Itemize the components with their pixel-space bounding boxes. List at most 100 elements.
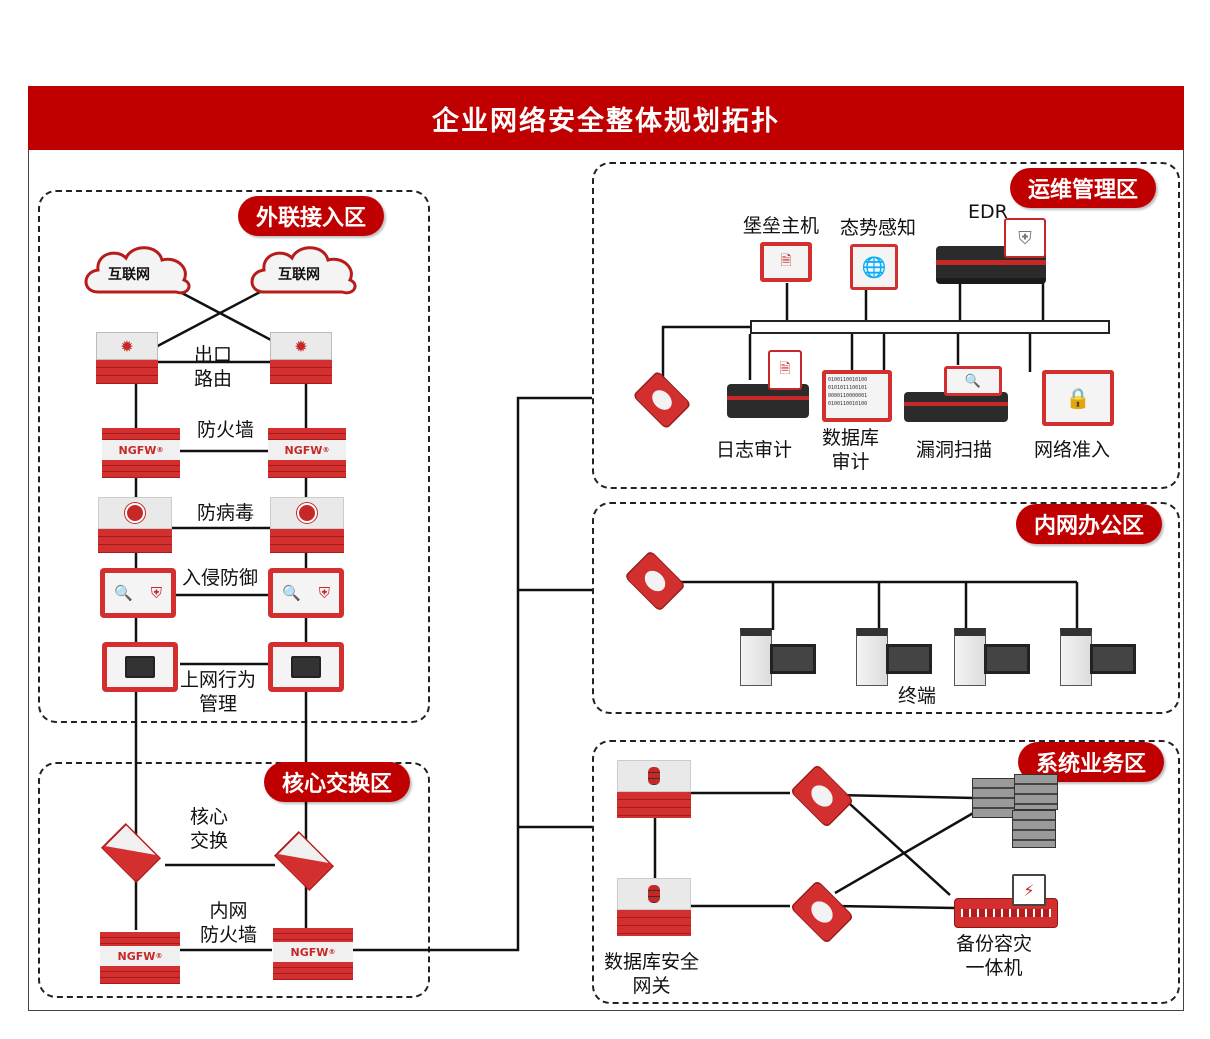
- core-switch-2[interactable]: [271, 830, 337, 892]
- firewall-1[interactable]: NGFW®: [102, 428, 180, 478]
- zone-ops-management: [592, 162, 1180, 489]
- terminal-pc-1[interactable]: [740, 628, 818, 688]
- business-switch-2[interactable]: [786, 879, 858, 945]
- edr-shield-badge: ⛨: [1004, 218, 1046, 258]
- ops-switch[interactable]: [630, 370, 694, 430]
- vuln-scan-badge: 🔍: [944, 366, 1002, 396]
- lightning-icon: ⚡: [1023, 880, 1035, 900]
- label-line: 审计: [831, 451, 870, 473]
- shield-icon: ⛨: [318, 584, 330, 602]
- label-db-security-gateway: 数据库安全 网关: [604, 950, 699, 998]
- ngfw-mark: ®: [156, 446, 164, 454]
- switch-icon: [632, 370, 692, 430]
- behavior-mgmt-1[interactable]: [102, 642, 178, 692]
- label-antivirus: 防病毒: [197, 502, 255, 524]
- zone-business-systems: [592, 740, 1180, 1004]
- server-rack-3[interactable]: [1012, 810, 1056, 848]
- label-inner-firewall: 内网 防火墙: [200, 899, 257, 947]
- label-line: 交换: [190, 830, 229, 852]
- inner-firewall-2[interactable]: NGFW®: [273, 928, 353, 980]
- firewall-2[interactable]: NGFW®: [268, 428, 346, 478]
- ngfw-badge: NGFW®: [100, 946, 180, 966]
- bastion-host[interactable]: 🗎: [760, 242, 812, 282]
- magnifier-icon: 🔍: [947, 369, 999, 393]
- behavior-mgmt-2[interactable]: [268, 642, 344, 692]
- label-edr: EDR: [968, 201, 1008, 223]
- zone-core-switching: [38, 762, 430, 998]
- nac[interactable]: 🔒: [1042, 370, 1114, 426]
- egress-router-1[interactable]: ✹: [96, 332, 158, 384]
- db-security-gateway-1[interactable]: [617, 760, 691, 818]
- antivirus-2[interactable]: [270, 497, 344, 553]
- pc-monitor-icon: [984, 644, 1030, 674]
- situation-awareness[interactable]: 🌐: [850, 244, 898, 290]
- zone-label-ops: 运维管理区: [1010, 168, 1157, 208]
- magnifier-icon: 🔍: [114, 584, 133, 602]
- label-line: 核心: [190, 806, 229, 828]
- terminal-pc-4[interactable]: [1060, 628, 1138, 688]
- diagram-title: 企业网络安全整体规划拓扑: [28, 86, 1184, 150]
- label-core-switch: 核心 交换: [190, 805, 228, 853]
- label-bastion-host: 堡垒主机: [743, 215, 820, 237]
- router-gear-icon: ✹: [270, 332, 332, 360]
- terminal-pc-3[interactable]: [954, 628, 1032, 688]
- link-internet2-router1: [149, 290, 261, 352]
- shield-icon: ⛨: [150, 584, 162, 602]
- terminal-pc-2[interactable]: [856, 628, 934, 688]
- label-line: 备份容灾: [956, 933, 1033, 955]
- office-switch[interactable]: [622, 550, 688, 612]
- inner-firewall-1[interactable]: NGFW®: [100, 932, 180, 984]
- link-ops-switch-bus: [661, 325, 750, 380]
- ops-bus-bar: [750, 320, 1110, 334]
- zone-label-office: 内网办公区: [1016, 504, 1163, 544]
- db-security-gateway-2[interactable]: [617, 878, 691, 936]
- core-switch-1[interactable]: [98, 822, 164, 884]
- vuln-scan[interactable]: [904, 392, 1008, 422]
- link-sw1-servers: [834, 793, 976, 800]
- zone-label-core: 核心交换区: [264, 762, 411, 802]
- ngfw-badge: NGFW®: [268, 440, 346, 460]
- ngfw-badge: NGFW®: [102, 440, 180, 460]
- switch-arrows-icon: [100, 822, 162, 884]
- zone-office-network: [592, 502, 1180, 714]
- label-terminals: 终端: [898, 685, 937, 707]
- ngfw-text: NGFW: [118, 443, 157, 457]
- label-db-audit: 数据库 审计: [822, 426, 879, 474]
- router-gear-icon: ✹: [96, 332, 158, 360]
- log-audit-badge: 🗎: [768, 350, 802, 390]
- pc-monitor-icon: [886, 644, 932, 674]
- label-firewall: 防火墙: [197, 419, 255, 441]
- server-rack-1[interactable]: [972, 778, 1016, 818]
- shield-icon: ⛨: [1018, 227, 1032, 249]
- monitor-icon: [125, 656, 155, 678]
- label-line: 内网: [209, 900, 248, 922]
- antivirus-1[interactable]: [98, 497, 172, 553]
- label-line: 数据库: [822, 427, 880, 449]
- ips-2[interactable]: 🔍 ⛨: [268, 568, 344, 618]
- label-line: 数据库安全: [604, 951, 700, 973]
- label-line: 网关: [632, 975, 671, 997]
- virus-icon: [297, 503, 317, 523]
- label-line: 路由: [194, 368, 233, 390]
- monitor-icon: [291, 656, 321, 678]
- internet-cloud-icon: [250, 246, 357, 295]
- pc-monitor-icon: [770, 644, 816, 674]
- pc-tower-icon: [856, 628, 888, 686]
- switch-arrows-icon: [273, 830, 335, 892]
- switch-icon: [789, 763, 855, 829]
- label-line: 一体机: [965, 957, 1023, 979]
- business-switch-1[interactable]: [786, 763, 858, 829]
- label-nac: 网络准入: [1034, 439, 1111, 461]
- zone-label-business: 系统业务区: [1018, 742, 1165, 782]
- switch-icon: [624, 550, 686, 612]
- label-line: 上网行为: [180, 669, 257, 691]
- label-egress-router: 出口 路由: [194, 343, 232, 391]
- zone-external-access: [38, 190, 430, 723]
- ips-1[interactable]: 🔍 ⛨: [100, 568, 176, 618]
- ngfw-badge: NGFW®: [273, 942, 353, 962]
- server-rack-2[interactable]: [1014, 774, 1058, 810]
- virus-icon: [125, 503, 145, 523]
- egress-router-2[interactable]: ✹: [270, 332, 332, 384]
